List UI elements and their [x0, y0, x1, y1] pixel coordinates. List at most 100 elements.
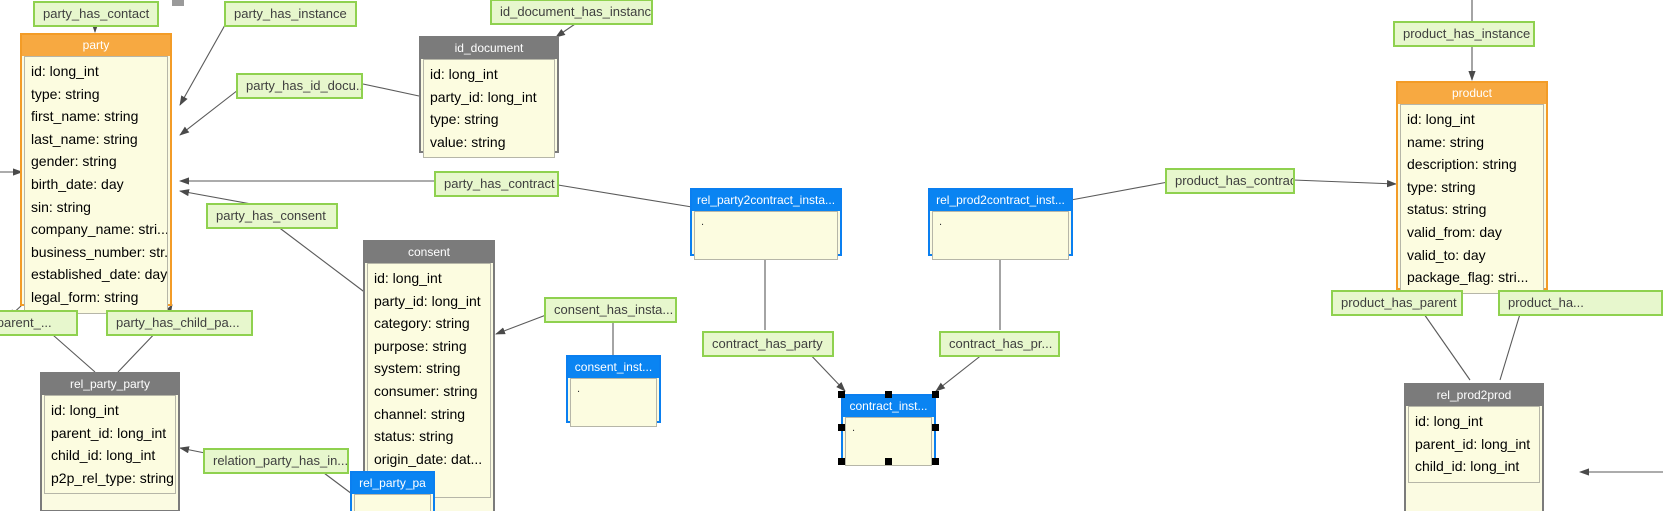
relation-label-text: id_document_has_instance	[500, 4, 653, 19]
selection-handle-top-center[interactable]	[885, 391, 892, 398]
edge-party-has-id-document	[179, 89, 239, 136]
attribute-row: last_name: string	[31, 130, 138, 147]
relation-label-product-has-contract[interactable]: product_has_contract	[1165, 168, 1295, 194]
relation-label-text: party_has_consent	[216, 208, 326, 223]
entity-id-document-title: id_document	[421, 38, 557, 59]
instance-contract-body: .	[845, 417, 932, 466]
edge-product-has-contract-left	[1070, 181, 1169, 201]
instance-value: .	[701, 216, 705, 228]
selection-handle-bottom-center[interactable]	[885, 458, 892, 465]
relation-label-party-has-child-party[interactable]: party_has_child_pa...	[106, 310, 253, 336]
attribute-row: p2p_rel_type: string	[51, 469, 174, 486]
instance-rel-party2contract-title: rel_party2contract_insta...	[692, 190, 840, 211]
attribute-row: established_date: day	[31, 266, 167, 283]
attribute-row: type: string	[1407, 178, 1476, 195]
relation-label-text: party_has_instance	[234, 6, 347, 21]
attribute-row: sin: string	[31, 198, 91, 215]
attribute-row: business_number: str...	[31, 243, 167, 260]
relation-label-product-has-child[interactable]: product_ha...	[1498, 290, 1663, 316]
edge-party-has-instance	[179, 24, 226, 106]
entity-product[interactable]: product id: long_int name: string descri…	[1396, 81, 1548, 294]
selection-handle-bottom-right[interactable]	[932, 458, 939, 465]
relation-label-text: product_ha...	[1508, 295, 1584, 310]
attribute-row: package_flag: stri...	[1407, 269, 1529, 286]
instance-consent[interactable]: consent_inst... .	[566, 355, 661, 427]
entity-party[interactable]: party id: long_int type: string first_na…	[20, 33, 172, 314]
edge-product-has-contract-right	[1292, 179, 1397, 188]
selection-handle-middle-left[interactable]	[838, 424, 845, 431]
relation-label-contract-has-product[interactable]: contract_has_pr...	[939, 331, 1060, 357]
attribute-row: description: string	[1407, 156, 1517, 173]
relation-label-consent-has-instance[interactable]: consent_has_insta...	[544, 297, 677, 323]
attribute-row: name: string	[1407, 133, 1485, 150]
selection-handle-top-right[interactable]	[932, 391, 939, 398]
attribute-row: system: string	[374, 360, 461, 377]
instance-contract[interactable]: contract_inst... .	[841, 394, 936, 466]
entity-rel-party-party-title: rel_party_party	[42, 374, 178, 395]
edge-consent-has-instance-left	[495, 314, 547, 335]
attribute-row: party_id: long_int	[374, 292, 481, 309]
instance-rel-party-pa[interactable]: rel_party_pa	[350, 471, 435, 511]
relation-label-id-document-has-instance[interactable]: id_document_has_instance	[490, 0, 653, 25]
relation-label-product-has-parent[interactable]: product_has_parent	[1331, 290, 1463, 316]
attribute-row: id: long_int	[51, 402, 119, 418]
offscreen-node-stub	[172, 0, 184, 6]
relation-label-contract-has-party[interactable]: contract_has_party	[702, 331, 834, 357]
relation-label-party-has-id-document[interactable]: party_has_id_docu...	[236, 73, 363, 99]
attribute-row: id: long_int	[1407, 111, 1475, 127]
entity-rel-prod2prod-title: rel_prod2prod	[1406, 385, 1542, 406]
relation-label-text: party_has_contact	[43, 6, 150, 21]
relation-label-party-has-contract[interactable]: party_has_contract	[434, 171, 559, 197]
attribute-row: first_name: string	[31, 108, 139, 125]
relation-label-product-has-instance[interactable]: product_has_instance	[1393, 21, 1535, 47]
relation-label-text: party_has_id_docu...	[246, 78, 363, 93]
selection-handle-top-left[interactable]	[838, 391, 845, 398]
entity-rel-prod2prod[interactable]: rel_prod2prod id: long_int parent_id: lo…	[1404, 383, 1544, 511]
relation-label-party-has-consent[interactable]: party_has_consent	[206, 203, 338, 229]
edge-party-has-contract-right	[557, 184, 693, 208]
relation-label-relation-party-has-instance[interactable]: relation_party_has_in...	[203, 448, 349, 474]
relation-label-text: consent_has_insta...	[554, 302, 674, 317]
attribute-row: status: string	[1407, 201, 1487, 218]
instance-consent-body: .	[570, 378, 657, 427]
attribute-row: company_name: stri...	[31, 221, 167, 238]
relation-label-party-has-parent-party[interactable]: s_parent_...	[0, 310, 78, 336]
attribute-row: parent_id: long_int	[1415, 435, 1531, 452]
edge-id-document-link	[362, 83, 420, 97]
entity-product-attributes: id: long_int name: string description: s…	[1400, 104, 1544, 294]
entity-id-document[interactable]: id_document id: long_int party_id: long_…	[419, 36, 559, 159]
relation-label-text: contract_has_pr...	[949, 336, 1053, 351]
instance-rel-prod2contract-title: rel_prod2contract_inst...	[930, 190, 1071, 211]
entity-id-document-attributes: id: long_int party_id: long_int type: st…	[423, 59, 555, 159]
instance-value: .	[852, 422, 856, 434]
instance-contract-title: contract_inst...	[843, 396, 934, 417]
relation-label-party-has-instance[interactable]: party_has_instance	[224, 1, 357, 27]
instance-consent-title: consent_inst...	[568, 357, 659, 378]
relation-label-text: product_has_instance	[1403, 26, 1531, 41]
instance-rel-party2contract[interactable]: rel_party2contract_insta... .	[690, 188, 842, 260]
selection-handle-middle-right[interactable]	[932, 424, 939, 431]
attribute-row: value: string	[430, 133, 506, 150]
attribute-row: type: string	[31, 85, 100, 102]
relation-label-text: party_has_child_pa...	[116, 315, 240, 330]
attribute-row: birth_date: day	[31, 175, 124, 192]
attribute-row: category: string	[374, 315, 470, 332]
attribute-row: type: string	[430, 111, 499, 128]
instance-value: .	[577, 383, 581, 395]
instance-rel-prod2contract-body: .	[932, 211, 1069, 260]
entity-consent-title: consent	[365, 242, 493, 263]
edge-product-has-parent-down	[1423, 313, 1471, 381]
attribute-row: id: long_int	[1415, 413, 1483, 429]
entity-product-title: product	[1398, 83, 1546, 104]
entity-rel-party-party[interactable]: rel_party_party id: long_int parent_id: …	[40, 372, 180, 511]
instance-rel-party-pa-title: rel_party_pa	[352, 473, 433, 494]
instance-value: .	[939, 216, 943, 228]
relation-label-text: contract_has_party	[712, 336, 823, 351]
instance-rel-party-pa-body	[354, 494, 431, 511]
entity-consent[interactable]: consent id: long_int party_id: long_int …	[363, 240, 495, 511]
selection-handle-bottom-left[interactable]	[838, 458, 845, 465]
relation-label-party-has-contact[interactable]: party_has_contact	[33, 1, 159, 27]
instance-rel-prod2contract[interactable]: rel_prod2contract_inst... .	[928, 188, 1073, 260]
attribute-row: child_id: long_int	[51, 447, 156, 464]
